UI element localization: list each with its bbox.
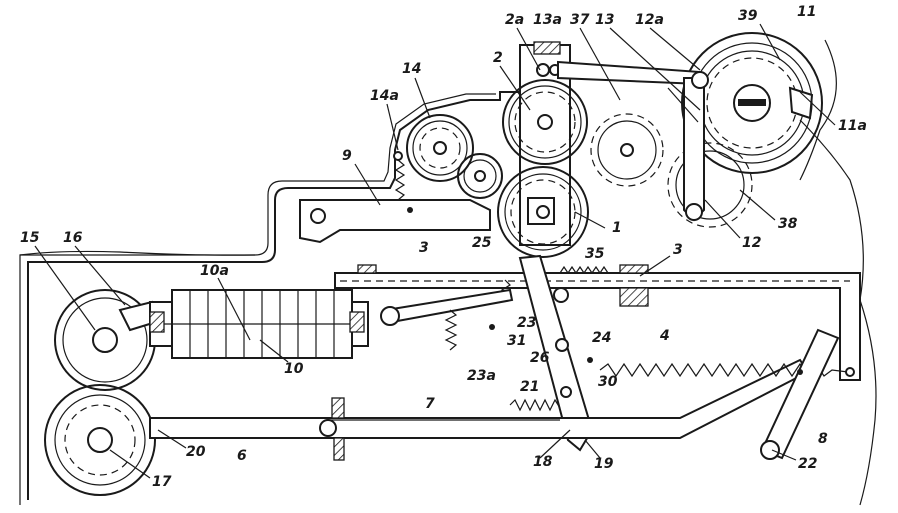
label-39: 39	[738, 8, 758, 24]
label-24: 24	[592, 330, 611, 346]
pawl-24	[518, 254, 594, 452]
label-6: 6	[237, 448, 247, 464]
spring-21	[509, 398, 561, 412]
label-12a: 12a	[635, 12, 664, 28]
label-14a: 14a	[370, 88, 399, 104]
wheel-15	[54, 289, 158, 391]
lever-13	[557, 60, 701, 86]
label-13a: 13a	[533, 12, 562, 28]
rack-bar-3	[334, 264, 861, 381]
gear-14	[406, 114, 474, 182]
label-38: 38	[778, 216, 798, 232]
housing-outline	[19, 39, 877, 506]
label-31: 31	[507, 333, 526, 349]
label-26: 26	[530, 350, 550, 366]
link-23	[380, 288, 593, 363]
labels: 1 2 2a 3 3 4 6 7 8 9 10 10a 11 11a 12 12…	[20, 4, 867, 490]
leader-lines	[34, 23, 836, 479]
label-37: 37	[570, 12, 590, 28]
label-22: 22	[798, 456, 817, 472]
gear-38	[667, 142, 753, 228]
label-13: 13	[595, 12, 614, 28]
label-11a: 11a	[838, 118, 867, 134]
label-11: 11	[797, 4, 816, 20]
label-17: 17	[152, 474, 172, 490]
spring-4	[599, 362, 855, 378]
label-4: 4	[659, 328, 670, 344]
label-21: 21	[520, 379, 539, 395]
label-15: 15	[20, 230, 40, 246]
bar-7	[319, 397, 560, 461]
label-25: 25	[472, 235, 492, 251]
wheel-17	[44, 384, 161, 496]
label-35: 35	[585, 246, 605, 262]
spring-23a	[444, 309, 458, 351]
label-30: 30	[598, 374, 618, 390]
lever-8	[760, 328, 840, 460]
label-2: 2	[493, 50, 503, 66]
gear-14a	[457, 153, 503, 199]
label-7: 7	[425, 396, 435, 412]
label-23: 23	[517, 315, 536, 331]
label-3-right: 3	[673, 242, 683, 258]
label-14: 14	[402, 61, 421, 77]
label-12: 12	[742, 235, 761, 251]
label-10a: 10a	[200, 263, 229, 279]
label-9: 9	[342, 148, 352, 164]
label-16: 16	[63, 230, 83, 246]
spring-14a	[393, 151, 406, 201]
label-19: 19	[594, 456, 614, 472]
counter-10	[149, 289, 369, 359]
gear-37	[590, 113, 664, 187]
label-8: 8	[818, 431, 828, 447]
label-2a: 2a	[505, 12, 524, 28]
label-1: 1	[612, 220, 622, 236]
label-23a: 23a	[467, 368, 496, 384]
lever-9	[299, 199, 491, 244]
label-3-left: 3	[419, 240, 429, 256]
label-20: 20	[186, 444, 206, 460]
label-18: 18	[533, 454, 553, 470]
lever-12	[667, 71, 709, 222]
label-10: 10	[284, 361, 304, 377]
gear-2	[502, 79, 588, 165]
